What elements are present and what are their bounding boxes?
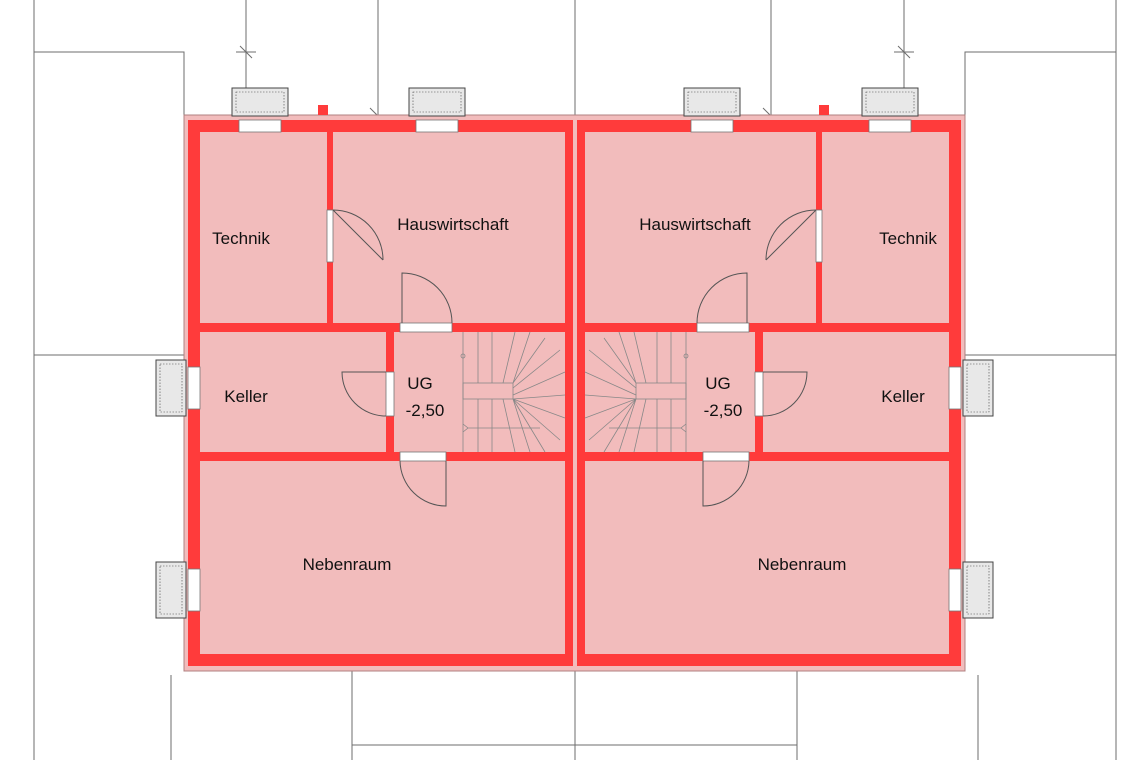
light-well-icon xyxy=(861,87,919,117)
stair-left xyxy=(460,331,566,453)
doors xyxy=(326,209,823,507)
light-well-icon xyxy=(231,87,289,117)
level-label-ug: -2,50 xyxy=(704,401,743,420)
light-well-icon xyxy=(683,87,741,117)
stair-right xyxy=(584,331,689,453)
room-label-technik: Technik xyxy=(212,229,270,248)
level-label-ug: -2,50 xyxy=(406,401,445,420)
labels-right: Technik Hauswirtschaft Keller UG -2,50 N… xyxy=(639,215,937,574)
room-label-technik: Technik xyxy=(879,229,937,248)
light-wells xyxy=(155,87,994,619)
room-label-nebenraum: Nebenraum xyxy=(758,555,847,574)
room-label-ug: UG xyxy=(705,374,731,393)
light-well-icon xyxy=(962,561,994,619)
windows xyxy=(187,119,962,612)
room-label-hauswirtschaft: Hauswirtschaft xyxy=(397,215,509,234)
building-outline xyxy=(183,114,966,672)
light-well-icon xyxy=(962,359,994,417)
room-label-nebenraum: Nebenraum xyxy=(303,555,392,574)
light-well-icon xyxy=(155,561,187,619)
room-label-keller: Keller xyxy=(224,387,268,406)
chimney-right xyxy=(819,105,829,115)
chimney-left xyxy=(318,105,328,115)
labels-left: Technik Hauswirtschaft Keller UG -2,50 N… xyxy=(212,215,509,574)
room-label-hauswirtschaft: Hauswirtschaft xyxy=(639,215,751,234)
site-lines xyxy=(33,0,1117,760)
room-label-keller: Keller xyxy=(881,387,925,406)
light-well-icon xyxy=(155,359,187,417)
room-label-ug: UG xyxy=(407,374,433,393)
light-well-icon xyxy=(408,87,466,117)
